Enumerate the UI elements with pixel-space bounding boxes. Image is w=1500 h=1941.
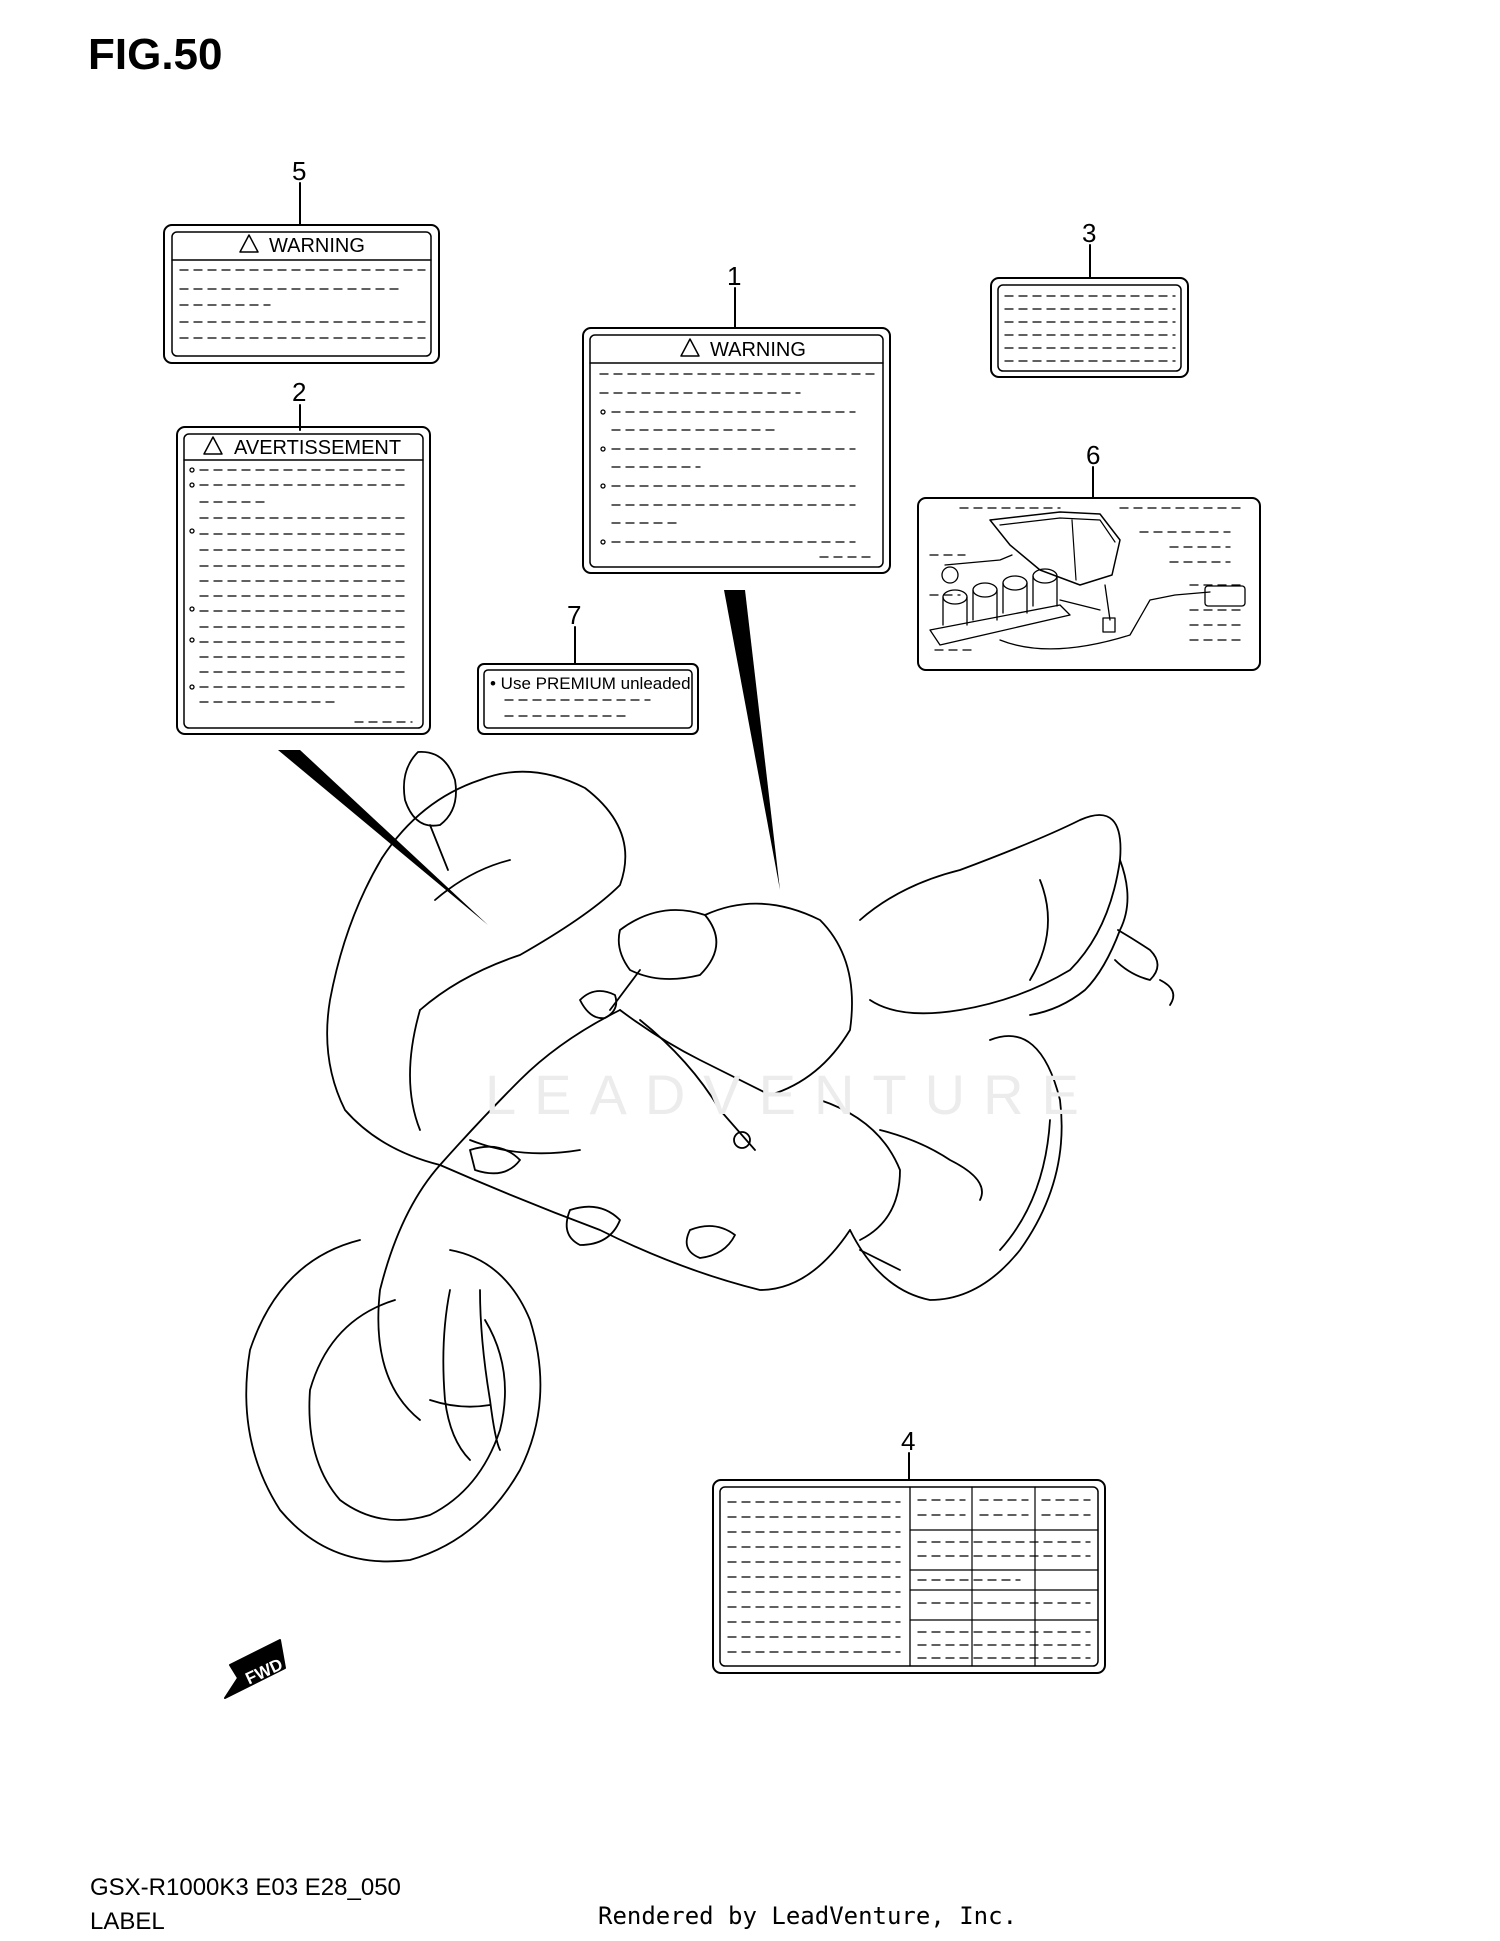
label-3 (990, 277, 1189, 378)
motorcycle-outline (245, 751, 1175, 1563)
label-2 (176, 426, 431, 735)
render-credit: Rendered by LeadVenture, Inc. (598, 1902, 1018, 1930)
callout-5: 5 (292, 156, 307, 186)
label-7-text: • Use PREMIUM unleaded (490, 674, 691, 693)
callout-1: 1 (727, 261, 742, 291)
callout-3: 3 (1082, 218, 1097, 248)
label-4 (712, 1479, 1106, 1674)
callout-2: 2 (292, 377, 307, 407)
label-1 (582, 327, 891, 574)
label-5-heading: WARNING (269, 235, 365, 257)
label-5 (163, 224, 440, 364)
figure-caption: LABEL (90, 1908, 165, 1935)
label-1-heading: WARNING (710, 339, 806, 361)
callout-6: 6 (1086, 440, 1101, 470)
callout-4: 4 (901, 1426, 916, 1456)
model-code: GSX-R1000K3 E03 E28_050 (90, 1874, 401, 1901)
label-2-heading: AVERTISSEMENT (234, 437, 402, 459)
callout-7: 7 (567, 600, 582, 630)
label-7 (477, 663, 699, 735)
forward-arrow-icon (224, 1639, 286, 1699)
figure-title: FIG.50 (88, 30, 223, 79)
label-6 (917, 497, 1261, 671)
watermark: LEADVENTURE (485, 1063, 1097, 1126)
